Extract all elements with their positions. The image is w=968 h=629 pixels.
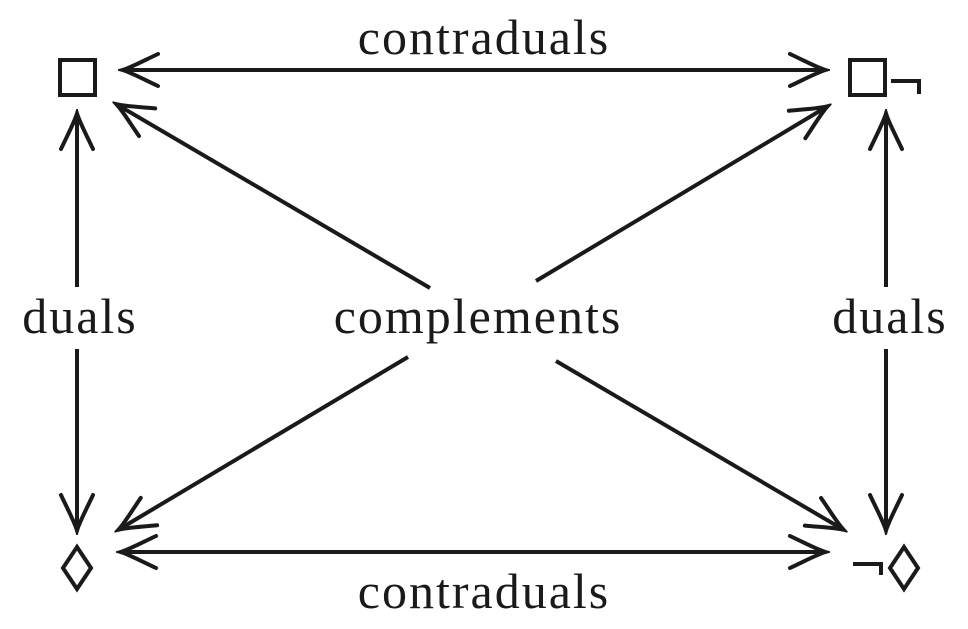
- node-not-diamond: [853, 543, 921, 593]
- negation-icon: [853, 562, 883, 575]
- contraduals-bottom-label: contraduals: [358, 563, 610, 619]
- node-box: [58, 58, 97, 97]
- duals-right-label: duals: [832, 288, 948, 344]
- contraduals-top-label: contraduals: [358, 9, 610, 65]
- node-box-not: [848, 58, 921, 97]
- diamond-icon: [60, 543, 94, 593]
- complements-box-notdiamond-arrow-upper: [116, 104, 432, 290]
- diamond-icon: [887, 543, 921, 593]
- box-icon: [58, 58, 97, 97]
- complements-box-notdiamond-arrow-lower: [554, 359, 844, 530]
- duals-left-label: duals: [22, 288, 138, 344]
- box-icon: [848, 58, 887, 97]
- node-diamond: [60, 543, 94, 593]
- complements-diamond-notbox-arrow-lower: [118, 355, 410, 530]
- negation-icon: [891, 79, 921, 94]
- complements-label: complements: [334, 288, 623, 344]
- complements-diamond-notbox-arrow-upper: [534, 106, 828, 283]
